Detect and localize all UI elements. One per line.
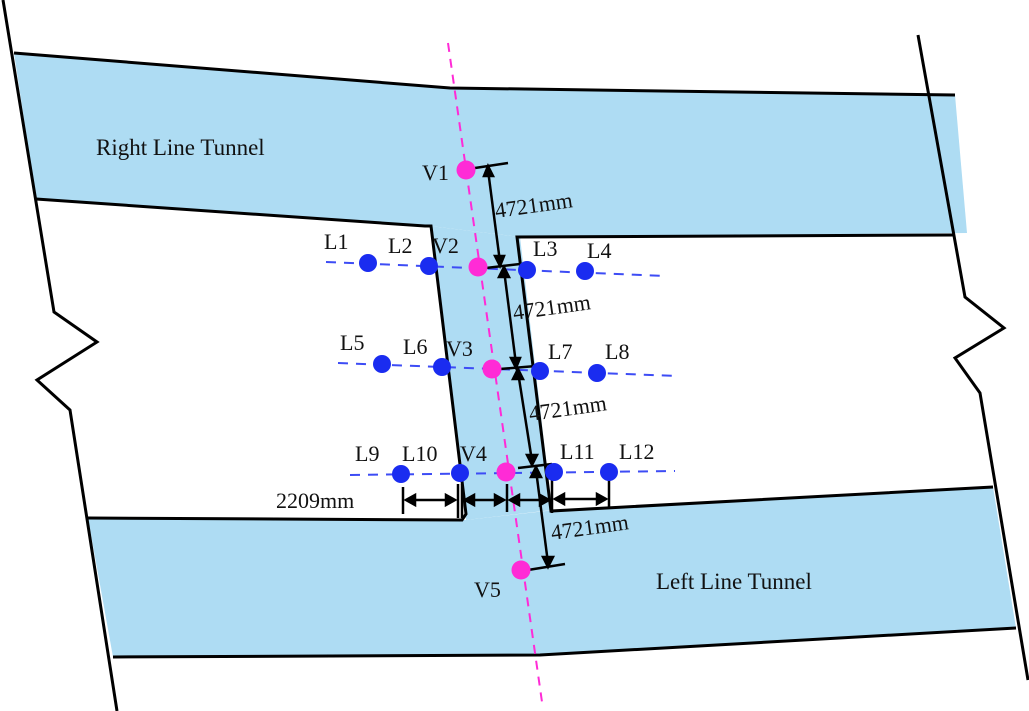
label-L12: L12 — [619, 439, 654, 464]
point-L10 — [451, 464, 469, 482]
right-line-tunnel-band — [14, 53, 967, 237]
label-L3: L3 — [533, 236, 557, 261]
point-L6 — [433, 358, 451, 376]
label-L6: L6 — [403, 334, 427, 359]
left-tunnel-label: Left Line Tunnel — [656, 569, 812, 594]
label-L8: L8 — [605, 339, 629, 364]
left-line-tunnel-band — [88, 487, 1016, 657]
point-V4 — [496, 462, 516, 482]
point-L4 — [576, 262, 594, 280]
label-L9: L9 — [355, 441, 379, 466]
label-L7: L7 — [548, 339, 572, 364]
label-L2: L2 — [388, 233, 412, 258]
label-L10: L10 — [402, 441, 437, 466]
point-L8 — [588, 364, 606, 382]
point-V1 — [456, 160, 476, 180]
point-L5 — [373, 355, 391, 373]
point-V5 — [511, 560, 531, 580]
point-V2 — [468, 257, 488, 277]
vertical-points — [456, 160, 531, 580]
label-V1: V1 — [422, 160, 449, 185]
dimension-label-v3-v4: 4721mm — [527, 390, 608, 426]
point-L12 — [600, 463, 618, 481]
label-L5: L5 — [340, 330, 364, 355]
label-L4: L4 — [587, 238, 611, 263]
right-tunnel-label: Right Line Tunnel — [96, 135, 265, 160]
label-V2: V2 — [432, 233, 459, 258]
label-L11: L11 — [560, 439, 595, 464]
point-L7 — [531, 362, 549, 380]
point-L11 — [545, 463, 563, 481]
label-V4: V4 — [460, 441, 487, 466]
point-L2 — [420, 257, 438, 275]
point-L3 — [518, 261, 536, 279]
dimension-label-horizontal: 2209mm — [276, 488, 354, 513]
label-L1: L1 — [324, 229, 348, 254]
horizontal-points — [359, 254, 618, 483]
label-V3: V3 — [446, 336, 473, 361]
vertical-dimension-lines — [474, 161, 566, 572]
point-L9 — [392, 465, 410, 483]
label-V5: V5 — [474, 577, 501, 602]
point-V3 — [482, 359, 502, 379]
point-L1 — [359, 254, 377, 272]
horizontal-dimension-lines — [401, 475, 611, 518]
